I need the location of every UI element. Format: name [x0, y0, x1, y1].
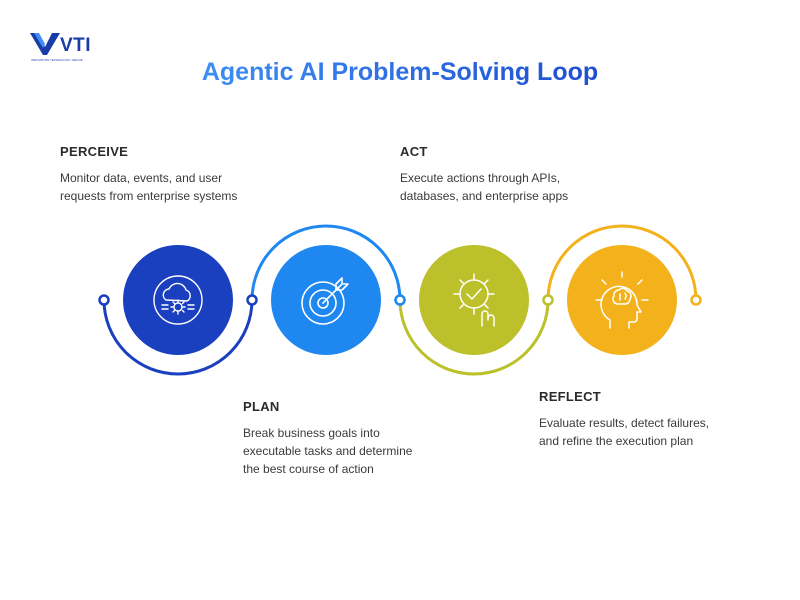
arc-perceive: [102, 299, 254, 376]
junction-dot: [98, 294, 110, 306]
node-act: [419, 245, 529, 355]
junction-dot: [246, 294, 258, 306]
junction-dot: [690, 294, 702, 306]
arc-plan: [250, 224, 402, 301]
vti-logo-mark: [30, 33, 60, 55]
step-description-plan: Break business goals into executable tas…: [243, 426, 413, 476]
step-plan: PLAN Break business goals into executabl…: [243, 399, 443, 478]
step-description-perceive: Monitor data, events, and user requests …: [60, 171, 238, 203]
step-description-reflect: Evaluate results, detect failures, and r…: [539, 416, 710, 448]
vti-logo: VTI INNOVATION TECHNOLOGY GROUP: [30, 33, 110, 63]
step-label-perceive: PERCEIVE: [60, 144, 129, 159]
logo-text: VTI: [60, 35, 92, 56]
step-label-reflect: REFLECT: [539, 389, 602, 404]
target-icon: [301, 277, 349, 325]
gear-check-hand-icon: [453, 273, 495, 327]
node-reflect: [567, 245, 677, 355]
node-perceive: [123, 245, 233, 355]
cloud-gear-icon: [153, 275, 203, 325]
arc-reflect: [546, 224, 698, 301]
step-act: ACT Execute actions through APIs, databa…: [400, 144, 640, 205]
logo-tagline: INNOVATION TECHNOLOGY GROUP: [31, 58, 83, 62]
step-perceive: PERCEIVE Monitor data, events, and user …: [60, 144, 300, 205]
brain-head-icon: [595, 271, 649, 329]
step-reflect: REFLECT Evaluate results, detect failure…: [539, 389, 739, 450]
step-description-act: Execute actions through APIs, databases,…: [400, 171, 569, 203]
node-plan: [271, 245, 381, 355]
page-title: Agentic AI Problem-Solving Loop: [201, 58, 599, 86]
junction-dot: [542, 294, 554, 306]
step-label-plan: PLAN: [243, 399, 280, 414]
arc-act: [398, 299, 550, 376]
step-label-act: ACT: [400, 144, 428, 159]
junction-dot: [394, 294, 406, 306]
